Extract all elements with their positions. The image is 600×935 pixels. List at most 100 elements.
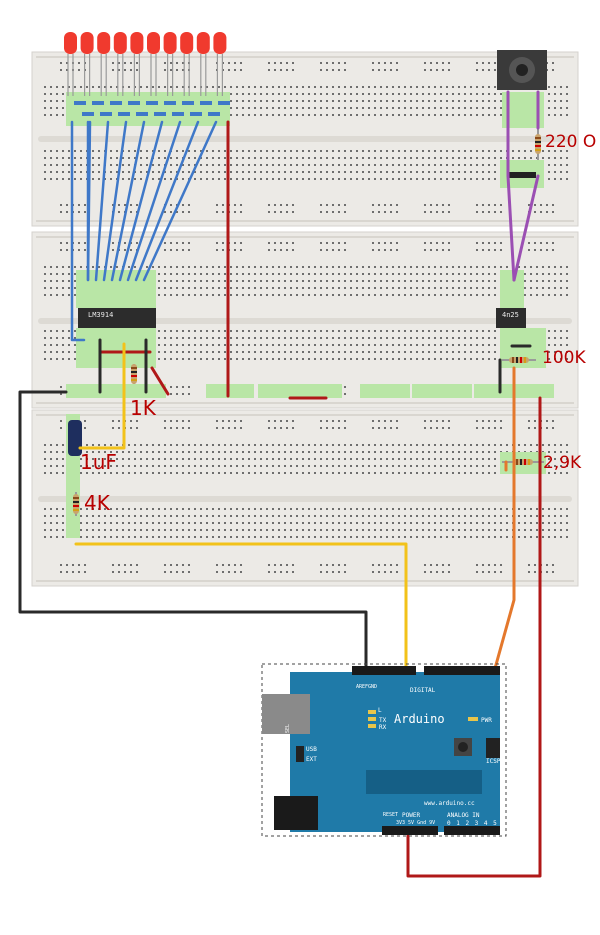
resistor-220-band	[535, 145, 541, 147]
hole	[380, 86, 382, 88]
hole	[410, 280, 412, 282]
hole	[134, 529, 136, 531]
hole	[386, 171, 388, 173]
led-strip-dash	[100, 112, 112, 116]
hole	[368, 458, 370, 460]
hole	[428, 344, 430, 346]
hole	[398, 451, 400, 453]
hole	[44, 114, 46, 116]
hole	[396, 420, 398, 422]
hole	[482, 564, 484, 566]
hole	[260, 150, 262, 152]
hole	[50, 280, 52, 282]
hole	[362, 150, 364, 152]
hole	[84, 564, 86, 566]
hole	[372, 211, 374, 213]
hole	[188, 351, 190, 353]
hole	[242, 522, 244, 524]
hole	[272, 465, 274, 467]
hole	[302, 515, 304, 517]
hole	[230, 330, 232, 332]
hole	[378, 211, 380, 213]
hole	[338, 351, 340, 353]
hole	[344, 150, 346, 152]
hole	[552, 204, 554, 206]
hole	[242, 266, 244, 268]
hole	[62, 93, 64, 95]
hole	[68, 337, 70, 339]
hole	[494, 114, 496, 116]
hole	[302, 280, 304, 282]
wire-red-5v	[406, 396, 542, 878]
hole	[482, 358, 484, 360]
hole	[266, 529, 268, 531]
hole	[416, 351, 418, 353]
hole	[350, 287, 352, 289]
hole	[350, 164, 352, 166]
hole	[380, 100, 382, 102]
hole	[308, 266, 310, 268]
hole	[146, 164, 148, 166]
hole	[410, 337, 412, 339]
hole	[392, 150, 394, 152]
hole	[488, 280, 490, 282]
hole	[152, 451, 154, 453]
hole	[228, 564, 230, 566]
hole	[464, 150, 466, 152]
hole	[194, 536, 196, 538]
hole	[218, 330, 220, 332]
hole	[410, 100, 412, 102]
hole	[248, 86, 250, 88]
hole	[152, 458, 154, 460]
hole	[80, 536, 82, 538]
hole	[44, 358, 46, 360]
hole	[416, 86, 418, 88]
hole	[422, 344, 424, 346]
hole	[110, 529, 112, 531]
hole	[146, 536, 148, 538]
hole	[188, 164, 190, 166]
hole	[500, 564, 502, 566]
hole	[116, 522, 118, 524]
hole	[170, 344, 172, 346]
rail-top	[36, 236, 574, 238]
hole	[314, 107, 316, 109]
hole	[404, 465, 406, 467]
hole	[200, 458, 202, 460]
hole	[482, 100, 484, 102]
hole	[80, 164, 82, 166]
hole	[380, 344, 382, 346]
hole	[356, 444, 358, 446]
hole	[326, 529, 328, 531]
hole	[272, 294, 274, 296]
hole	[152, 529, 154, 531]
hole	[62, 107, 64, 109]
hole	[50, 86, 52, 88]
hole	[118, 420, 120, 422]
atmega-chip	[366, 770, 482, 794]
hole	[170, 62, 172, 64]
hole	[176, 273, 178, 275]
hole	[116, 444, 118, 446]
hole	[494, 62, 496, 64]
hole	[566, 164, 568, 166]
hole	[314, 515, 316, 517]
hole	[494, 458, 496, 460]
hole	[380, 266, 382, 268]
hole	[458, 351, 460, 353]
hole	[230, 273, 232, 275]
hole	[50, 472, 52, 474]
icsp-label: ICSP	[486, 758, 501, 765]
hole	[392, 294, 394, 296]
hole	[554, 150, 556, 152]
hole	[242, 337, 244, 339]
hole	[152, 508, 154, 510]
hole	[470, 164, 472, 166]
hole	[176, 515, 178, 517]
hole	[302, 114, 304, 116]
hole	[272, 100, 274, 102]
resistor-220-label: 220 O	[545, 132, 597, 152]
hole	[560, 529, 562, 531]
hole	[230, 171, 232, 173]
hole	[116, 86, 118, 88]
